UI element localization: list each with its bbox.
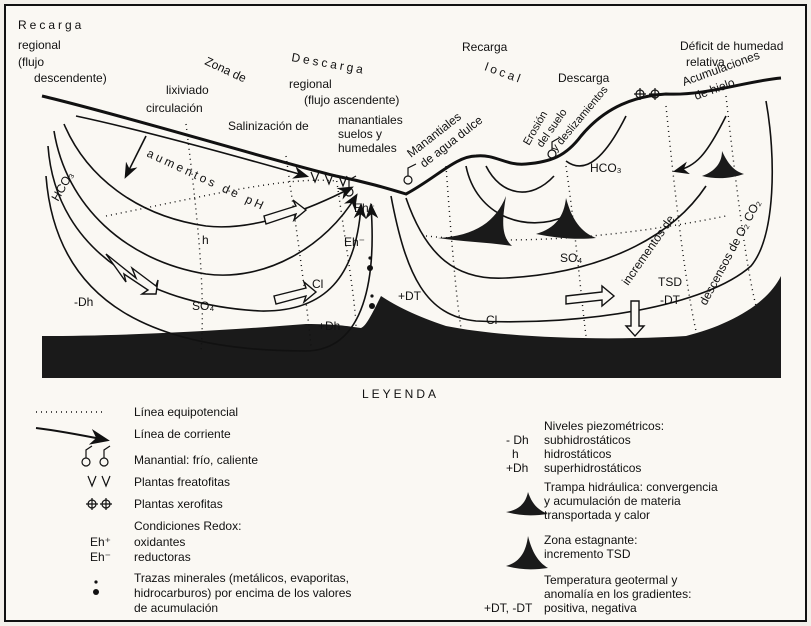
legend-trazas-1: Trazas minerales (metálicos, evaporitas, bbox=[134, 571, 349, 585]
label-dt-minus: -DT bbox=[660, 293, 681, 307]
legend-superhidrostaticos: superhidrostáticos bbox=[544, 461, 641, 475]
legend-phreatophyte-icon bbox=[88, 476, 110, 486]
legend-zona-1: Zona estagnante: bbox=[544, 533, 637, 547]
legend-temp-2: anomalía en los gradientes: bbox=[544, 587, 691, 601]
legend-equipotencial: Línea equipotencial bbox=[134, 405, 238, 419]
label-lixiviado: lixiviado bbox=[166, 83, 209, 97]
legend-trampa-3: transportada y calor bbox=[544, 508, 650, 522]
legend-temp-1: Temperatura geotermal y bbox=[544, 573, 677, 587]
legend-title: LEYENDA bbox=[362, 387, 439, 401]
legend-sym-h: h bbox=[512, 447, 519, 461]
label-suelos: suelos y bbox=[338, 127, 382, 141]
legend-trazas-2: hidrocarburos) por encima de los valores bbox=[134, 586, 351, 600]
legend-stagnant-icon bbox=[506, 536, 548, 569]
legend-spring-icon bbox=[82, 446, 110, 466]
label-eh-minus: Eh⁻ bbox=[344, 235, 365, 249]
legend-eh-plus: Eh⁺ bbox=[90, 535, 111, 549]
legend-niveles: Niveles piezométricos: bbox=[544, 419, 664, 433]
label-flujo: (flujo bbox=[18, 55, 44, 69]
legend-trampa-1: Trampa hidráulica: convergencia bbox=[544, 480, 718, 494]
legend-redox: Condiciones Redox: bbox=[134, 519, 241, 533]
label-hco3-right: HCO₃ bbox=[590, 161, 622, 175]
label-h: h bbox=[202, 233, 209, 247]
legend-trace-icon bbox=[93, 580, 99, 595]
groundwater-flow-diagram: Recarga regional (flujo descendente) Zon… bbox=[6, 6, 805, 620]
legend-flowline-symbol bbox=[36, 428, 106, 440]
legend-trap-icon bbox=[506, 492, 548, 515]
label-circulacion: circulación bbox=[146, 101, 203, 115]
legend-xerophyte-icon bbox=[86, 498, 112, 510]
label-descensos: descensos de O₂ CO₂ bbox=[696, 197, 764, 308]
legend-zona-2: incremento TSD bbox=[544, 547, 631, 561]
legend-oxidantes: oxidantes bbox=[134, 535, 185, 549]
label-descarga-local: Descarga bbox=[558, 71, 610, 85]
label-regional-2: regional bbox=[289, 77, 332, 91]
legend-manantial: Manantial: frío, caliente bbox=[134, 453, 258, 467]
label-cl-right: Cl bbox=[486, 313, 497, 327]
label-so4-right: SO₄ bbox=[560, 251, 582, 265]
label-deficit: Déficit de humedad bbox=[680, 39, 783, 53]
figure-frame: Recarga regional (flujo descendente) Zon… bbox=[4, 4, 807, 622]
legend-trampa-2: y acumulación de materia bbox=[544, 494, 681, 508]
diagram-labels: Recarga regional (flujo descendente) Zon… bbox=[18, 18, 783, 333]
legend-hidrostaticos: hidrostáticos bbox=[544, 447, 611, 461]
label-dh-plus: +Dh bbox=[318, 319, 340, 333]
legend-sym-dh-minus: - Dh bbox=[506, 433, 529, 447]
legend-sym-dh-plus: +Dh bbox=[506, 461, 528, 475]
label-tsd: TSD bbox=[658, 275, 682, 289]
legend-subhidrostaticos: subhidrostáticos bbox=[544, 433, 631, 447]
legend-trazas-3: de acumulación bbox=[134, 601, 218, 615]
label-humedales: humedales bbox=[338, 141, 397, 155]
label-dh-minus: -Dh bbox=[74, 295, 93, 309]
label-descendente: descendente) bbox=[34, 71, 107, 85]
label-recarga-local: Recarga bbox=[462, 40, 508, 54]
legend-freatofitas: Plantas freatofitas bbox=[134, 475, 230, 489]
legend-temp-sym: +DT, -DT bbox=[484, 601, 533, 615]
label-regional: regional bbox=[18, 38, 61, 52]
label-zona-de: Zona de bbox=[203, 54, 249, 85]
legend-eh-minus: Eh⁻ bbox=[90, 550, 111, 564]
label-so4-left: SO₄ bbox=[192, 299, 214, 313]
label-eh-plus: Eh⁺ bbox=[354, 201, 375, 215]
legend-xerofitas: Plantas xerofitas bbox=[134, 497, 223, 511]
label-aumentos: aumentos de pH bbox=[145, 146, 269, 214]
label-recarga: Recarga bbox=[18, 18, 84, 32]
legend-reductoras: reductoras bbox=[134, 550, 191, 564]
legend-corriente: Línea de corriente bbox=[134, 427, 231, 441]
label-cl-left: Cl bbox=[312, 277, 323, 291]
label-salinizacion: Salinización de bbox=[228, 119, 309, 133]
label-flujo-ascendente: (flujo ascendente) bbox=[304, 93, 399, 107]
label-descarga: Descarga bbox=[290, 50, 367, 77]
label-dt-plus: +DT bbox=[398, 289, 422, 303]
ground-surface bbox=[42, 78, 781, 194]
legend: LEYENDA Línea equipotencial Línea de cor… bbox=[36, 387, 718, 615]
label-manantiales: manantiales bbox=[338, 113, 403, 127]
label-local: local bbox=[483, 60, 525, 87]
legend-temp-3: positiva, negativa bbox=[544, 601, 637, 615]
